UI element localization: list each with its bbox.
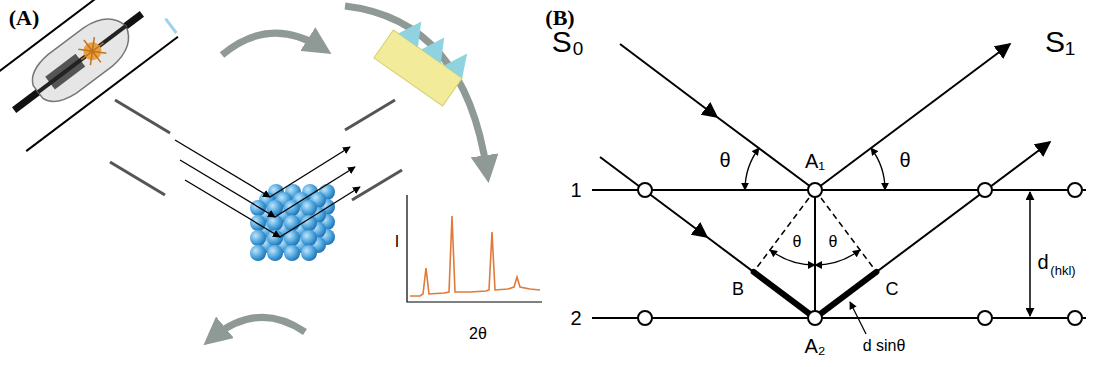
target-glow [73,32,112,71]
crystal-atom [250,200,266,216]
crystal-atom [301,200,317,216]
panel-label: (B) [545,7,574,29]
panel-label: (A) [9,7,40,29]
atom [1068,311,1082,325]
rotation-arrow [222,33,322,55]
point-label: C [886,280,899,298]
angle-arc [745,148,885,265]
axis-label: 2θ [469,326,487,342]
point-label: B [732,280,744,298]
slit [352,170,402,200]
window [166,19,177,33]
crystal-atom [250,215,266,231]
rotation-arrow [345,6,487,172]
crystal-atom [267,230,283,246]
lattice-plane [592,190,1086,318]
crystal-lattice [250,184,335,261]
angle-label: θ [899,150,910,170]
crystal-atom [267,215,283,231]
atom [638,311,652,325]
crystal-atom [250,230,266,246]
atom [978,183,992,197]
leader-line [850,302,866,334]
beam-label: S₁ [1045,27,1075,57]
slit [110,162,165,195]
atom [978,311,992,325]
point-label: A₂ [804,336,825,356]
angle-label: θ [793,234,802,250]
crystal-atom [301,245,317,261]
spacing-arrow [1029,192,1031,316]
crystal-atom [267,245,283,261]
rotation-arrow [212,317,305,338]
slit [345,100,395,130]
spacing-label: (hkl) [1050,264,1075,277]
atom [808,311,822,325]
crystal-atom [250,245,266,261]
diffraction-pattern [410,216,540,296]
crystal-atom [284,215,300,231]
point-label: A₁ [805,151,825,171]
crystal-atom [301,230,317,246]
atom [808,183,822,197]
ray [600,44,1050,318]
crystal-atom [284,245,300,261]
glass-bulb [24,7,141,112]
atom [1068,183,1082,197]
plot-axes [407,195,542,302]
angle-label: θ [829,234,838,250]
detector [374,11,476,106]
plane-number: 2 [570,308,581,328]
spacing-label: d [1037,252,1048,272]
tube-rod [38,26,126,92]
axis-label: I [395,234,399,250]
slit [115,100,170,133]
perpendicular [754,190,877,272]
beam-label: S₀ [552,27,584,57]
path-difference-label: d sinθ [863,338,906,354]
atom [638,183,1082,325]
atom [638,183,652,197]
plane-number: 1 [570,180,581,200]
xray-beam [175,140,360,237]
xray-tube [0,0,179,151]
angle-label: θ [719,150,730,170]
